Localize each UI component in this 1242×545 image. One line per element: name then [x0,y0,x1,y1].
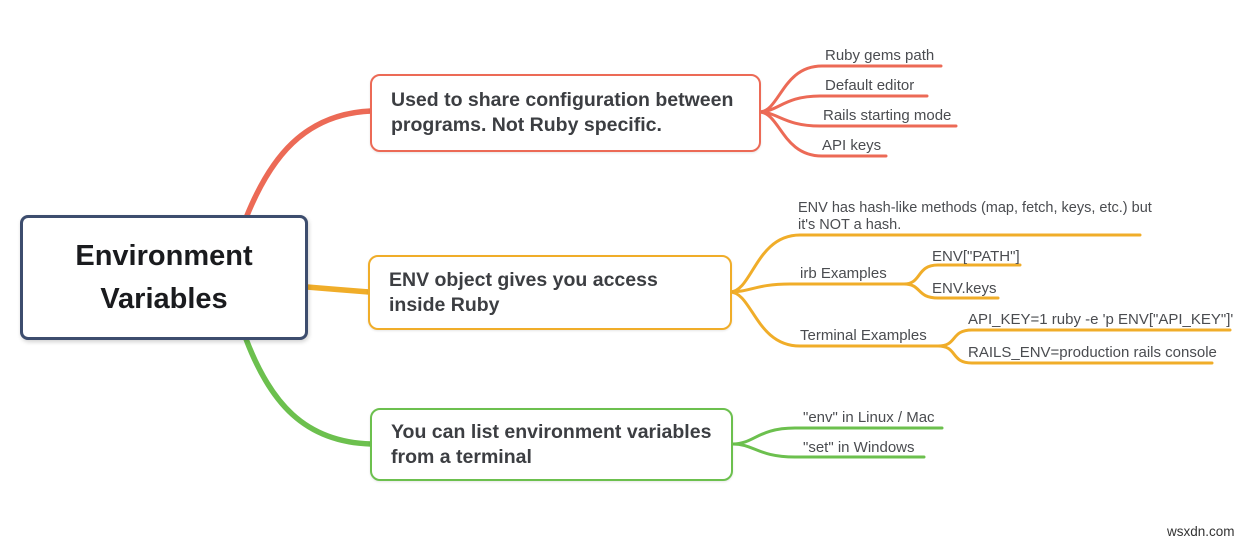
leaf-line-hash-note [728,233,1142,294]
leaf-irb-examples[interactable]: irb Examples [800,265,887,282]
watermark-text: wsxdn.com [1167,524,1235,539]
leaf-rails-env-command[interactable]: RAILS_ENV=production rails console [968,344,1217,361]
leaf-line-irb-examples [728,282,906,294]
leaf-env-keys[interactable]: ENV.keys [932,280,997,297]
leaf-terminal-examples[interactable]: Terminal Examples [800,327,927,344]
leaf-api-key-command[interactable]: API_KEY=1 ruby -e 'p ENV["API_KEY"]' [968,311,1234,328]
leaf-line-set-windows [731,442,926,459]
leaf-hash-note[interactable]: ENV has hash-like methods (map, fetch, k… [798,200,1152,233]
root-node-label: Environment Variables [75,239,253,315]
branch-node-label: ENV object gives you access inside Ruby [389,268,658,316]
root-node[interactable]: Environment Variables [20,215,308,340]
branch-node-label: You can list environment variables from … [391,420,712,468]
leaf-line-env-keys [902,282,1000,300]
leaf-env-path[interactable]: ENV["PATH"] [932,248,1020,265]
leaf-api-keys[interactable]: API keys [822,137,882,154]
branch-node-label: Used to share configuration between prog… [391,89,734,136]
branch-node-configuration[interactable]: Used to share configuration between prog… [370,74,761,152]
branch-node-env-object[interactable]: ENV object gives you access inside Ruby [368,255,732,330]
leaf-default-editor[interactable]: Default editor [825,77,915,94]
branch-line-list-variables [243,336,374,447]
branch-line-configuration [243,108,374,221]
leaf-rails-starting-mode[interactable]: Rails starting mode [823,107,952,124]
leaf-line-api-keys [757,110,888,158]
leaf-ruby-gems-path[interactable]: Ruby gems path [825,47,935,64]
leaf-line-terminal-examples [728,290,940,348]
leaf-line-rails-env-command [936,344,1214,365]
leaf-set-windows[interactable]: "set" in Windows [803,439,915,456]
branch-line-env-object [304,284,372,295]
branch-node-list-variables[interactable]: You can list environment variables from … [370,408,733,481]
leaf-env-linux-mac[interactable]: "env" in Linux / Mac [803,409,935,426]
